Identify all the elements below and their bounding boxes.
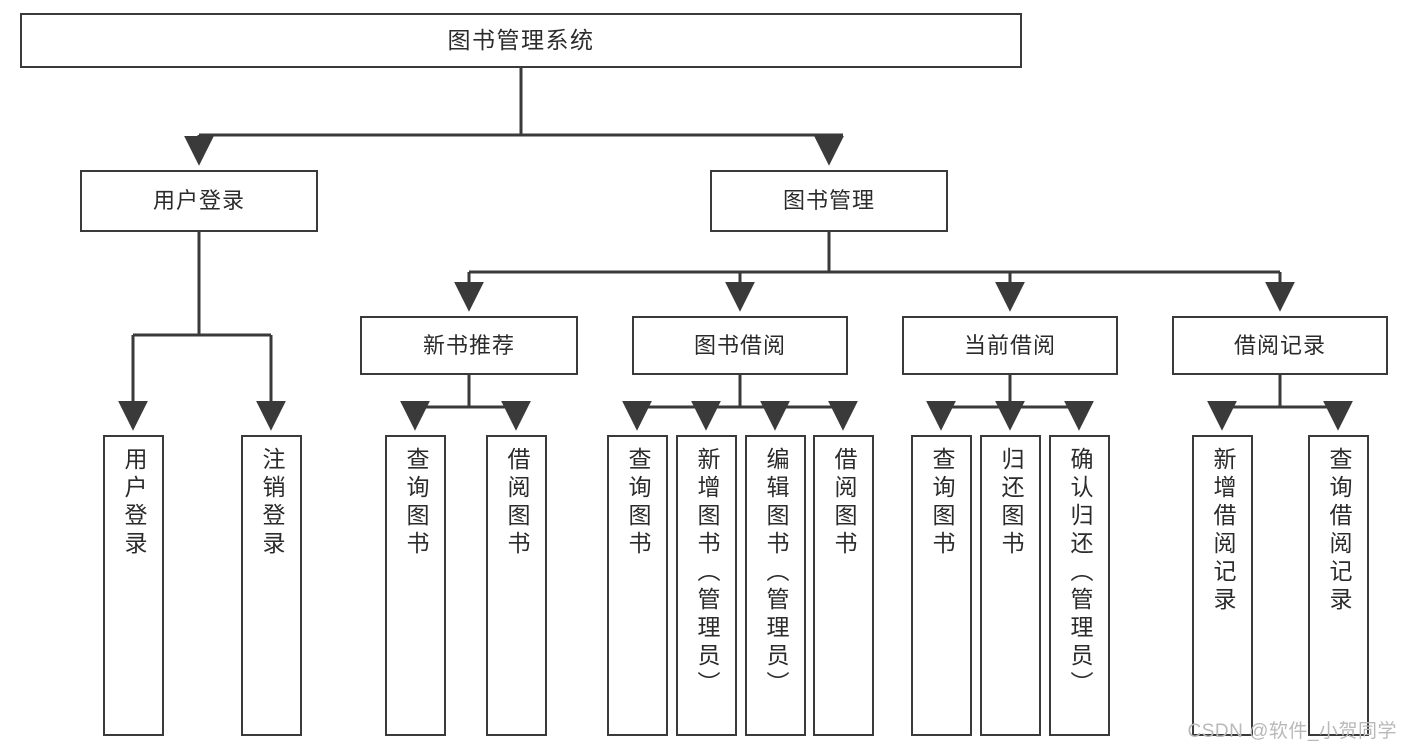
node-leaf-query-book-2-label: 查询图书 bbox=[625, 447, 651, 559]
node-leaf-user-logout-label: 注销登录 bbox=[259, 447, 285, 559]
node-leaf-user-login-label: 用户登录 bbox=[121, 447, 147, 559]
node-leaf-query-record-label: 查询借阅记录 bbox=[1326, 447, 1352, 615]
node-root[interactable]: 图书管理系统 bbox=[20, 13, 1022, 68]
node-leaf-query-book-3[interactable]: 查询图书 bbox=[911, 435, 972, 736]
node-current-borrow-label: 当前借阅 bbox=[963, 332, 1056, 358]
node-book-borrow-label: 图书借阅 bbox=[693, 332, 786, 358]
node-leaf-edit-book-label: 编辑图书（管理员） bbox=[763, 447, 789, 699]
node-leaf-return-book[interactable]: 归还图书 bbox=[980, 435, 1041, 736]
node-leaf-borrow-book-1-label: 借阅图书 bbox=[504, 447, 530, 559]
node-leaf-query-book-1-label: 查询图书 bbox=[403, 447, 429, 559]
node-root-label: 图书管理系统 bbox=[447, 26, 595, 53]
node-borrow-record-label: 借阅记录 bbox=[1233, 332, 1326, 358]
node-borrow-record[interactable]: 借阅记录 bbox=[1172, 316, 1388, 375]
node-leaf-borrow-book-2-label: 借阅图书 bbox=[831, 447, 857, 559]
node-leaf-edit-book[interactable]: 编辑图书（管理员） bbox=[745, 435, 806, 736]
node-leaf-add-record-label: 新增借阅记录 bbox=[1210, 447, 1236, 615]
node-leaf-query-book-1[interactable]: 查询图书 bbox=[385, 435, 446, 736]
node-user-login-label: 用户登录 bbox=[152, 188, 245, 214]
node-leaf-add-book-label: 新增图书（管理员） bbox=[694, 447, 720, 699]
node-leaf-user-login[interactable]: 用户登录 bbox=[103, 435, 164, 736]
node-leaf-return-book-label: 归还图书 bbox=[998, 447, 1024, 559]
node-leaf-add-book[interactable]: 新增图书（管理员） bbox=[676, 435, 737, 736]
node-new-book-recommend-label: 新书推荐 bbox=[422, 332, 515, 358]
node-leaf-query-book-3-label: 查询图书 bbox=[929, 447, 955, 559]
node-leaf-borrow-book-2[interactable]: 借阅图书 bbox=[813, 435, 874, 736]
node-leaf-query-record[interactable]: 查询借阅记录 bbox=[1308, 435, 1369, 736]
node-leaf-confirm-return[interactable]: 确认归还（管理员） bbox=[1049, 435, 1110, 736]
node-leaf-borrow-book-1[interactable]: 借阅图书 bbox=[486, 435, 547, 736]
node-leaf-user-logout[interactable]: 注销登录 bbox=[241, 435, 302, 736]
node-book-manage[interactable]: 图书管理 bbox=[710, 170, 948, 232]
node-new-book-recommend[interactable]: 新书推荐 bbox=[360, 316, 578, 375]
node-user-login[interactable]: 用户登录 bbox=[80, 170, 318, 232]
node-book-borrow[interactable]: 图书借阅 bbox=[632, 316, 848, 375]
node-current-borrow[interactable]: 当前借阅 bbox=[902, 316, 1118, 375]
node-leaf-query-book-2[interactable]: 查询图书 bbox=[607, 435, 668, 736]
node-book-manage-label: 图书管理 bbox=[782, 188, 875, 214]
node-leaf-confirm-return-label: 确认归还（管理员） bbox=[1067, 447, 1093, 699]
node-leaf-add-record[interactable]: 新增借阅记录 bbox=[1192, 435, 1253, 736]
